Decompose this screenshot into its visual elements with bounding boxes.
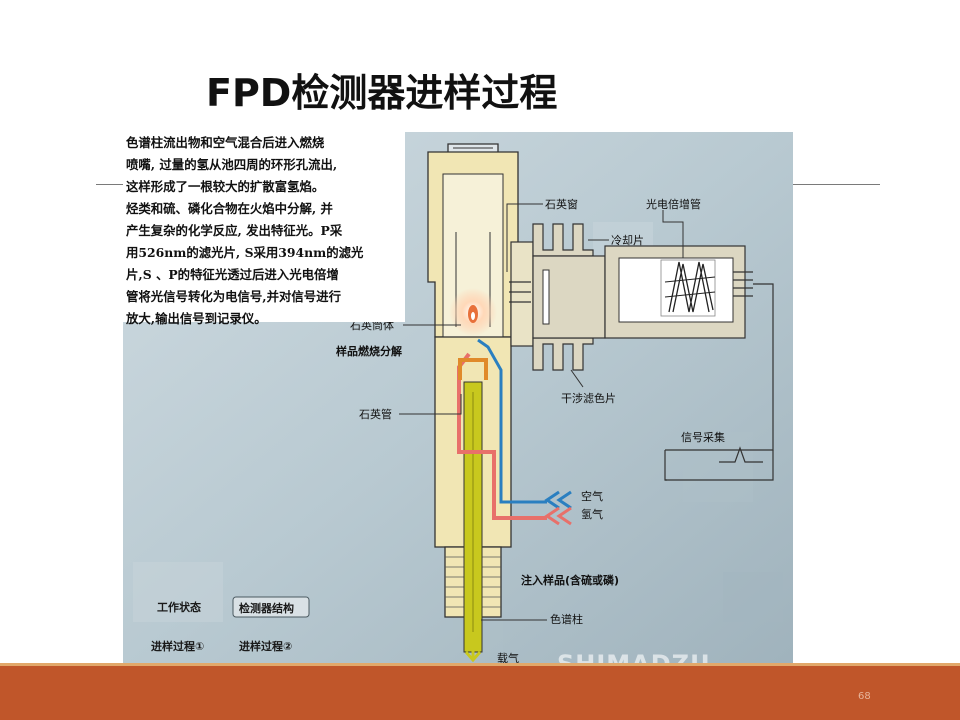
- label-cooling-fin: 冷却片: [611, 234, 644, 247]
- background-block: [133, 562, 223, 622]
- injection-2-button[interactable]: 进样过程②: [239, 639, 292, 653]
- svg-text:工作状态: 工作状态: [157, 600, 201, 614]
- pmt-pins: [733, 271, 753, 297]
- label-hydrogen: 氢气: [581, 507, 603, 521]
- page-number: 68: [858, 691, 871, 702]
- leader-line: [506, 203, 543, 272]
- carrier-gas-arrow: [464, 632, 482, 663]
- divider-left: [96, 184, 124, 185]
- background-block: [723, 572, 783, 622]
- window-lines: [509, 281, 531, 303]
- label-quartz-window: 石英窗: [545, 197, 578, 211]
- description-line: 片,S 、P的特征光透过后进入光电倍增: [126, 267, 339, 282]
- optical-housing: [510, 241, 534, 347]
- injection-1-button[interactable]: 进样过程①: [151, 639, 204, 653]
- cooling-fin-lower: [532, 337, 594, 371]
- hydrogen-arrow: [544, 506, 560, 526]
- label-pmt: 光电倍增管: [646, 197, 701, 211]
- description-line: 烃类和硫、磷化合物在火焰中分解, 并: [126, 201, 333, 216]
- detector-structure-button[interactable]: 检测器结构: [232, 596, 310, 618]
- svg-text:进样过程①: 进样过程①: [151, 639, 204, 653]
- air-arrow: [556, 490, 572, 510]
- footer-bar: [0, 666, 960, 720]
- footer-line: [0, 663, 960, 666]
- divider-right: [792, 184, 880, 185]
- description-panel: 色谱柱流出物和空气混合后进入燃烧喷嘴, 过量的氢从池四周的环形孔流出, 这样形成了…: [123, 132, 405, 326]
- hydrogen-arrow: [556, 506, 572, 526]
- label-quartz-tube: 石英管: [359, 407, 392, 421]
- label-carrier-gas: 载气: [497, 651, 519, 665]
- description-line: 放大,输出信号到记录仪。: [126, 311, 267, 326]
- description-line: 色谱柱流出物和空气混合后进入燃烧: [126, 135, 325, 150]
- air-arrow: [544, 490, 560, 510]
- label-column: 色谱柱: [550, 612, 583, 626]
- quartz-tube-line: [458, 358, 488, 380]
- description-line: 管将光信号转化为电信号,并对信号进行: [126, 289, 341, 304]
- flame-core: [471, 312, 475, 320]
- signal-peak: [719, 446, 763, 463]
- label-air: 空气: [581, 489, 603, 503]
- work-state-label: 工作状态: [157, 600, 201, 614]
- air-line: [477, 338, 547, 504]
- description-line: 这样形成了一根较大的扩散富氢焰。: [126, 179, 325, 194]
- background-block: [683, 432, 753, 502]
- label-signal-acquisition: 信号采集: [681, 430, 725, 444]
- label-inject-sample: 注入样品(含硫或磷): [521, 573, 619, 587]
- svg-text:检测器结构: 检测器结构: [239, 601, 294, 615]
- description-line: 产生复杂的化学反应, 发出特征光。P采: [126, 223, 343, 238]
- description-line: 用526nm的滤光片, S采用394nm的滤光: [126, 245, 364, 260]
- svg-text:进样过程②: 进样过程②: [239, 639, 292, 653]
- label-interference-filter: 干涉滤色片: [561, 391, 616, 405]
- leader-line: [399, 394, 462, 415]
- signal-wire: [665, 450, 774, 481]
- fpd-diagram: 石英窗 光电倍增管 冷却片 石英筒体 样品燃烧分解 干涉滤色片 石英管 信号采集…: [123, 132, 793, 680]
- description-line: 喷嘴, 过量的氢从池四周的环形孔流出,: [126, 157, 338, 172]
- cooling-fin-upper: [532, 223, 594, 257]
- label-sample-burning: 样品燃烧分解: [336, 344, 402, 358]
- leader-line: [570, 369, 584, 388]
- pmt-coil: [664, 276, 716, 298]
- slide-title: FPD检测器进样过程: [206, 71, 558, 115]
- filter-slot: [542, 269, 550, 325]
- leader-line: [662, 210, 684, 258]
